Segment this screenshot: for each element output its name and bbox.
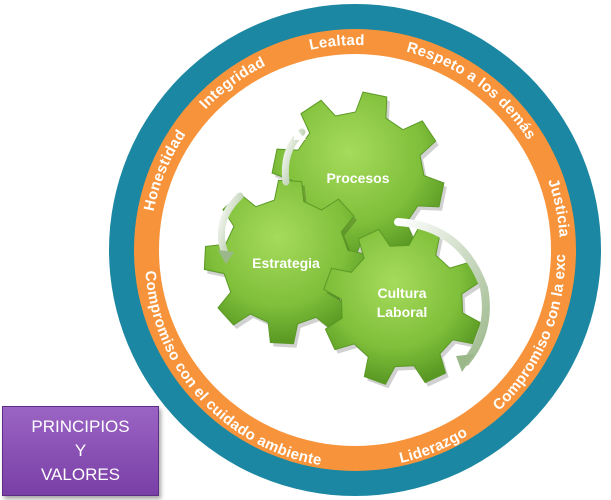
gear-label-estrategia: Estrategia <box>252 255 320 271</box>
arrow-head-cultura <box>456 354 474 372</box>
gear-label-cultura: Cultura <box>378 285 427 301</box>
gear-label-procesos: Procesos <box>326 170 389 186</box>
gears-group <box>203 91 484 389</box>
badge-line-1: PRINCIPIOS <box>31 417 130 436</box>
badge-line-2: Y <box>74 441 87 460</box>
arrow-head-procesos <box>294 126 306 140</box>
rotation-arrow-cultura <box>394 218 490 366</box>
value-lealtad: Lealtad <box>308 32 365 54</box>
principios-valores-badge: PRINCIPIOS Y VALORES <box>2 406 159 496</box>
rotation-arrow-estrategia <box>217 192 244 260</box>
gear-cultura-laboral <box>323 227 481 385</box>
badge-line-3: VALORES <box>40 465 121 484</box>
gear-label-laboral: Laboral <box>377 304 428 320</box>
arrow-head-estrategia <box>218 250 234 264</box>
